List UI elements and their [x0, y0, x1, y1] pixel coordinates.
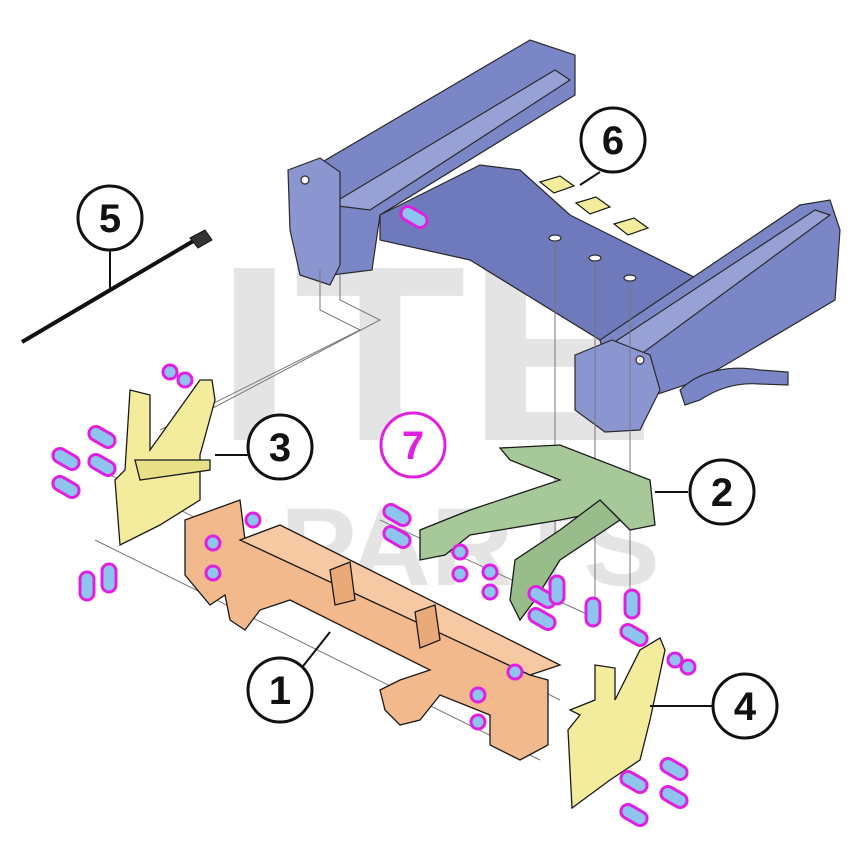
wire-harness	[20, 229, 213, 344]
callout-6-label: 6	[602, 119, 624, 163]
callout-leaders	[109, 171, 712, 707]
main-crossbar	[184, 499, 562, 761]
u-clips	[538, 175, 650, 236]
callout-1: 1	[246, 656, 314, 724]
callout-2-label: 2	[711, 471, 733, 515]
callout-4-label: 4	[734, 685, 757, 729]
callout-5-label: 5	[99, 197, 121, 241]
callout-2: 2	[688, 458, 756, 526]
right-side-bracket	[567, 637, 666, 810]
callout-3-label: 3	[269, 426, 291, 470]
callout-3: 3	[246, 413, 314, 481]
callout-5: 5	[76, 184, 144, 252]
callout-7: 7	[379, 411, 447, 479]
callout-6: 6	[579, 106, 647, 174]
callout-7-label: 7	[402, 424, 424, 468]
fasteners	[51, 205, 697, 827]
callout-1-label: 1	[269, 669, 291, 713]
callout-4: 4	[711, 672, 779, 740]
left-side-bracket	[114, 379, 216, 547]
vehicle-frame	[287, 39, 841, 433]
